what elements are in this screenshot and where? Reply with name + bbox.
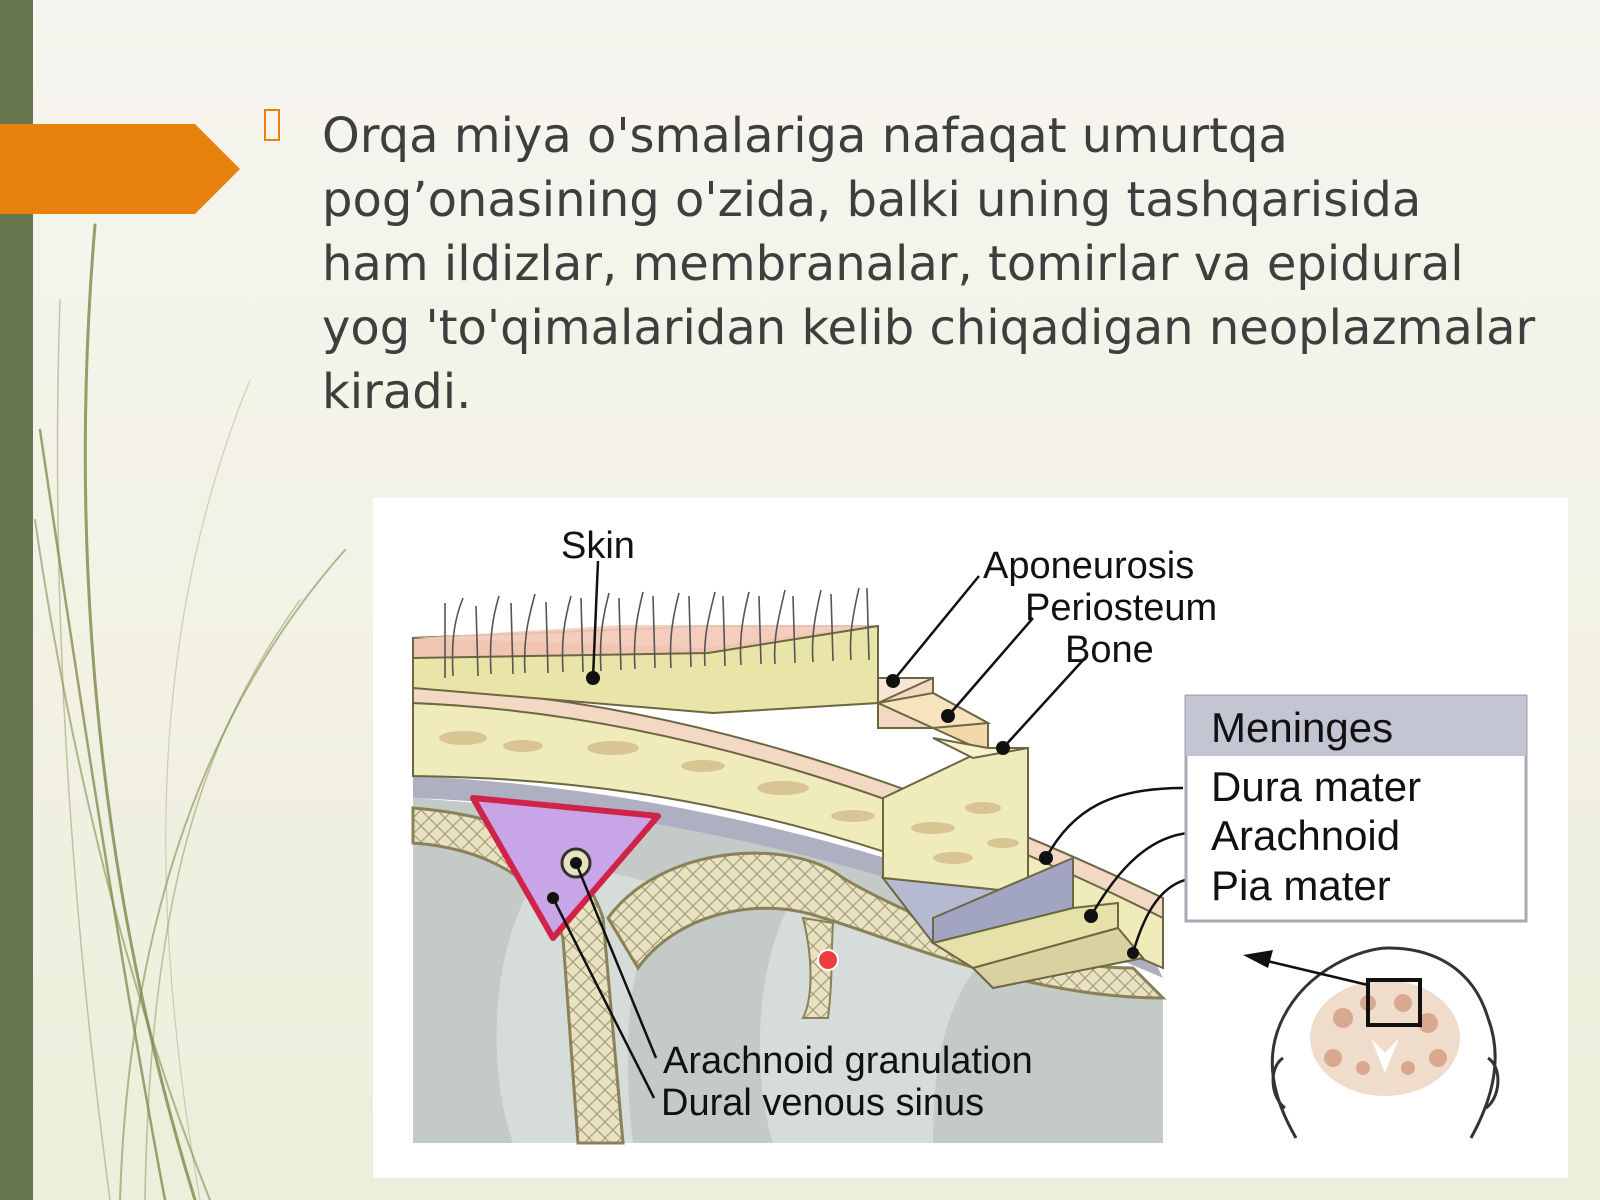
meninges-title: Meninges [1211,704,1393,751]
leader-dots [547,671,1139,959]
grass-decoration [34,223,346,1200]
bullet-icon [264,109,280,141]
arachnoid-layer [801,916,835,1019]
meninges-figure: Skin Aponeurosis Periosteum Bone Arachno… [373,498,1568,1178]
label-dural-venous-sinus: Dural venous sinus [661,1082,984,1124]
dura-layer [413,776,1163,978]
periosteum-layer [412,686,1164,920]
meninges-item: Dura mater [1211,763,1421,810]
orange-arrow-shape [0,124,240,214]
meninges-diagram: Skin Aponeurosis Periosteum Bone Arachno… [411,525,1528,1145]
label-aponeurosis: Aponeurosis [983,545,1194,587]
leader-lines [551,560,1189,1099]
meninges-item: Arachnoid [1211,812,1400,859]
head-thumbnail [1243,946,1500,1139]
label-skin: Skin [561,525,635,567]
meninges-legend: Meninges Dura mater Arachnoid Pia mater [1184,694,1528,923]
meninges-item: Pia mater [1211,862,1391,909]
blood-vessel [817,949,839,971]
label-bone: Bone [1065,629,1154,671]
skin-top [413,625,878,648]
layer-steps [874,677,1145,990]
label-periosteum: Periosteum [1025,587,1217,629]
hairs [444,587,870,678]
label-arachnoid-granulation: Arachnoid granulation [663,1040,1033,1082]
body-text: Orqa miya o'smalariga nafaqat umurtqa po… [322,108,1536,420]
